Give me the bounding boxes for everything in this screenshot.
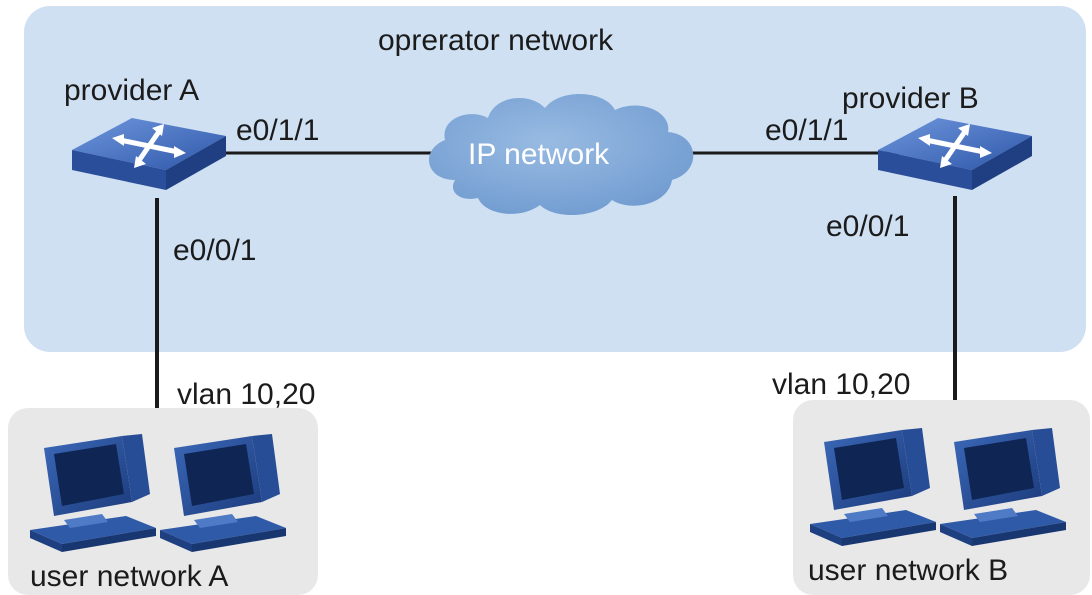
provider-a-label: provider A <box>64 74 200 107</box>
user-network-a-label: user network A <box>30 560 229 593</box>
user-network-b-label: user network B <box>808 554 1009 587</box>
operator-network-title: oprerator network <box>378 24 614 57</box>
provider-a-downlink-port: e0/0/1 <box>173 234 257 267</box>
cloud-label: IP network <box>468 138 610 171</box>
switch-icon <box>72 118 226 190</box>
provider-a-uplink-port: e0/1/1 <box>236 114 320 147</box>
provider-b-uplink-port: e0/1/1 <box>765 114 849 147</box>
provider-b-label: provider B <box>842 82 979 115</box>
provider-b-downlink-port: e0/0/1 <box>826 210 910 243</box>
cloud-icon: IP network <box>428 93 694 216</box>
provider-b-vlan: vlan 10,20 <box>772 368 911 401</box>
switch-icon <box>878 118 1032 190</box>
provider-a-vlan: vlan 10,20 <box>177 378 316 411</box>
